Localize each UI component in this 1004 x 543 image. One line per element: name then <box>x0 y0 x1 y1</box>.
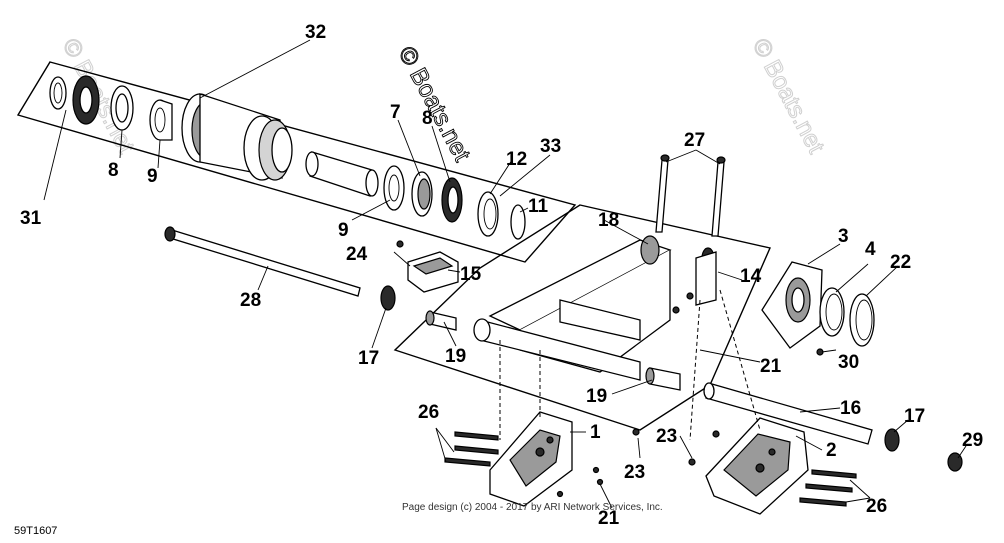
part-26-left-bolts <box>444 431 499 467</box>
part-3-plate <box>761 261 823 349</box>
callout-19b: 19 <box>586 386 607 407</box>
part-32-housing <box>181 93 293 181</box>
part-24-pin <box>396 240 404 248</box>
part-27-bolts <box>655 154 726 237</box>
part-28-long-bolt <box>164 226 361 297</box>
callout-1: 1 <box>590 422 601 443</box>
callout-23: 23 <box>656 426 677 447</box>
small-fastener-dots <box>556 292 720 498</box>
callout-22: 22 <box>890 252 911 273</box>
callout-14: 14 <box>740 266 762 287</box>
part-7-ring <box>411 171 433 217</box>
callout-17b: 17 <box>904 406 925 427</box>
callout-9: 9 <box>147 166 158 187</box>
callout-8b: 8 <box>422 108 433 129</box>
copyright-text: Page design (c) 2004 - 2017 by ARI Netwo… <box>402 502 663 513</box>
callout-32: 32 <box>305 22 326 43</box>
callout-33: 33 <box>540 136 561 157</box>
part-15-bracket <box>407 251 459 293</box>
part-inner-tube <box>305 151 379 197</box>
part-8-ring <box>110 85 134 131</box>
callout-labels: 31 8 9 32 7 8 12 33 11 9 24 15 28 17 19 … <box>20 22 983 529</box>
callout-26b: 26 <box>866 496 887 517</box>
callout-31: 31 <box>20 208 42 229</box>
part-19b-bushing <box>645 367 681 391</box>
part-2-right-bracket <box>705 417 809 515</box>
part-31-seal <box>49 76 67 110</box>
callout-24: 24 <box>346 244 368 265</box>
part-26-right-bolts <box>799 469 857 507</box>
lower-assembly-frame <box>393 204 771 431</box>
callout-3: 3 <box>838 226 849 247</box>
part-1-left-bracket <box>489 411 573 507</box>
figure-code: 59T1607 <box>14 525 57 537</box>
callout-28: 28 <box>240 290 261 311</box>
part-bearing-dark <box>72 75 100 125</box>
callout-19: 19 <box>445 346 466 367</box>
leader-lines <box>43 39 967 509</box>
part-4-ring <box>819 287 845 337</box>
callout-9b: 9 <box>338 220 349 241</box>
callout-15: 15 <box>460 264 482 285</box>
callout-26: 26 <box>418 402 439 423</box>
callout-30: 30 <box>838 352 859 373</box>
callout-21b: 21 <box>598 508 620 529</box>
callout-23b: 23 <box>624 462 645 483</box>
callout-29: 29 <box>962 430 983 451</box>
part-9b-bushing <box>383 165 405 211</box>
part-9-bushing <box>149 99 173 141</box>
callout-27: 27 <box>684 130 705 151</box>
upper-assembly-frame <box>16 61 577 263</box>
callout-17: 17 <box>358 348 379 369</box>
watermark-text-faint: © Boats.net <box>747 34 830 158</box>
part-22-ring <box>849 293 875 347</box>
part-8b-bearing <box>441 177 463 223</box>
callout-21: 21 <box>760 356 782 377</box>
watermark-text: © Boats.net <box>393 42 476 166</box>
part-16-shaft <box>703 382 873 445</box>
part-11-clip <box>510 204 526 240</box>
callout-12: 12 <box>506 149 527 170</box>
callout-16: 16 <box>840 398 861 419</box>
part-19-bushing <box>425 310 457 331</box>
callout-18: 18 <box>598 210 619 231</box>
part-18-swing-frame <box>473 235 717 381</box>
callout-8: 8 <box>108 160 119 181</box>
callout-2: 2 <box>826 440 837 461</box>
callout-7: 7 <box>390 102 401 123</box>
callout-4: 4 <box>865 239 876 260</box>
part-12-ring <box>477 191 499 237</box>
part-17-nut <box>380 285 396 311</box>
part-17b-nut <box>884 428 900 452</box>
callout-11: 11 <box>528 196 549 217</box>
